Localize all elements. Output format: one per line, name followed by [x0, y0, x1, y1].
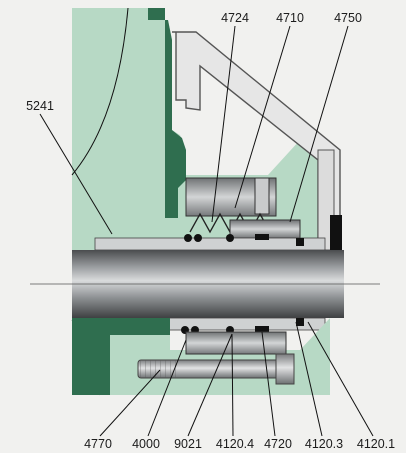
label-4720: 4720 — [264, 437, 292, 451]
label-4120-3: 4120.3 — [305, 437, 343, 451]
o-rings-upper — [184, 234, 304, 246]
label-4000: 4000 — [132, 437, 160, 451]
bolt-head — [275, 353, 295, 385]
label-4120-1: 4120.1 — [357, 437, 395, 451]
label-4724: 4724 — [221, 11, 249, 25]
label-4120-4: 4120.4 — [216, 437, 254, 451]
label-4710: 4710 — [276, 11, 304, 25]
flange-edge-dark — [330, 215, 342, 257]
part-labels: 4724 4710 4750 5241 4770 4000 9021 4120.… — [26, 11, 395, 451]
sleeve-upper — [94, 237, 326, 251]
label-4770: 4770 — [84, 437, 112, 451]
label-9021: 9021 — [174, 437, 202, 451]
label-5241: 5241 — [26, 99, 54, 113]
label-4750: 4750 — [334, 11, 362, 25]
housing-lower — [72, 318, 170, 395]
leader-lines — [39, 25, 374, 437]
housing-step — [148, 8, 186, 218]
bolt-thread — [140, 360, 180, 378]
set-screw — [254, 177, 270, 215]
gland-lower — [185, 331, 287, 355]
